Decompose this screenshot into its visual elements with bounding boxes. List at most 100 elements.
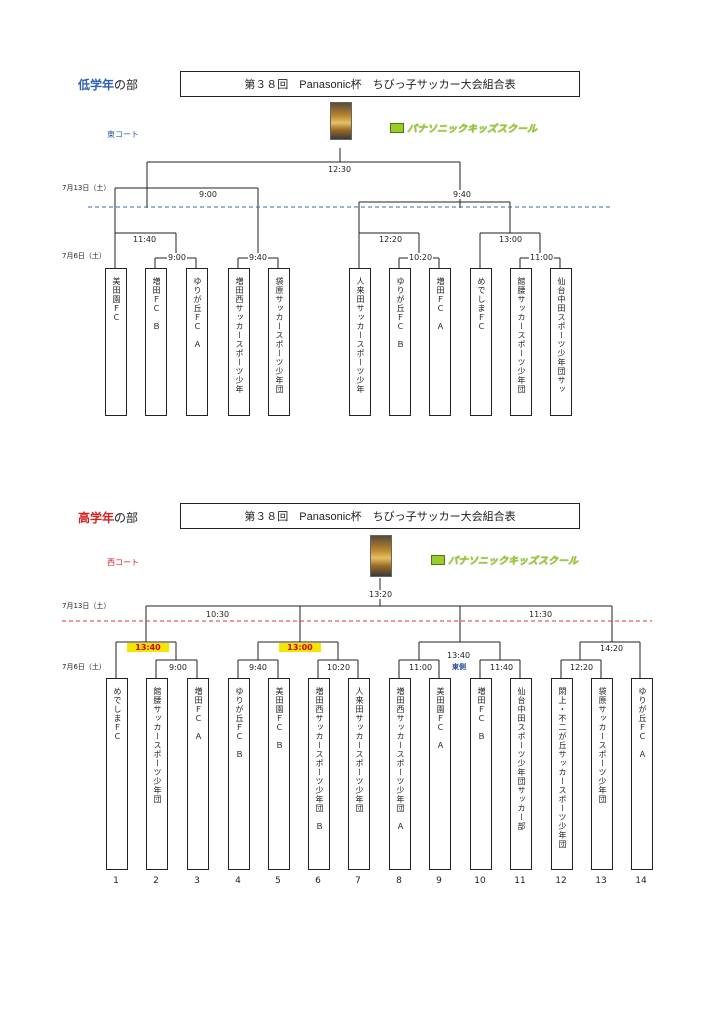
lower-date-semifinal: 7月13日（土） — [62, 184, 111, 192]
upper-team-number: 14 — [635, 876, 647, 886]
upper-team-number: 5 — [275, 876, 281, 886]
upper-team-name: 美田園ＦＣ Ｂ — [275, 687, 284, 750]
lower-suffix-text: の部 — [114, 78, 139, 92]
lower-team-box: 人来田サッカースポーツ少年 — [349, 268, 371, 416]
upper-team-name: 増田ＦＣ Ｂ — [477, 687, 486, 741]
lower-team-name: 増田西サッカースポーツ少年 — [235, 277, 244, 394]
upper-team-box: 仙台中田スポーツ少年団サッカー部 — [510, 678, 532, 870]
lower-time-m-g: 11:00 — [529, 253, 555, 262]
lower-team-box: 増田ＦＣ Ａ — [429, 268, 451, 416]
lower-time-right-semi: 9:40 — [452, 190, 472, 199]
upper-team-box: 増田ＦＣ Ａ — [187, 678, 209, 870]
upper-team-name: ゆりが丘ＦＣ Ａ — [638, 687, 647, 759]
lower-team-box: 増田西サッカースポーツ少年 — [228, 268, 250, 416]
upper-team-box: 増田西サッカースポーツ少年団 Ｂ — [308, 678, 330, 870]
lower-section-label: 低学年の部 — [78, 76, 138, 93]
upper-team-name: 美田園ＦＣ Ａ — [436, 687, 445, 750]
lower-time-m-f: 13:00 — [498, 235, 524, 244]
upper-grade-text: 高学年 — [78, 511, 115, 525]
upper-team-number: 2 — [153, 876, 159, 886]
upper-team-box: 美田園ＦＣ Ｂ — [268, 678, 290, 870]
upper-time-left-semi: 10:30 — [205, 610, 231, 619]
upper-team-number: 6 — [315, 876, 321, 886]
lower-team-name: ゆりが丘ＦＣ Ｂ — [396, 277, 405, 349]
lower-logo-text: パナソニックキッズスクール — [407, 124, 537, 135]
lower-title-text: 第３８回 Panasonic杯 ちびっ子サッカー大会組合表 — [244, 79, 516, 91]
upper-east-note: 東側 — [452, 663, 466, 671]
upper-team-number: 7 — [355, 876, 361, 886]
lower-team-box: 館腰サッカースポーツ少年団 — [510, 268, 532, 416]
lower-time-m-d: 12:20 — [378, 235, 404, 244]
lower-team-box: 仙台中田スポーツ少年団サッ — [550, 268, 572, 416]
upper-team-number: 3 — [194, 876, 200, 886]
lower-team-box: 美田園ＦＣ — [105, 268, 127, 416]
upper-team-name: 仙台中田スポーツ少年団サッカー部 — [517, 687, 526, 831]
upper-team-box: 美田園ＦＣ Ａ — [429, 678, 451, 870]
upper-logo-text: パナソニックキッズスクール — [448, 556, 578, 567]
lower-time-final: 12:30 — [327, 165, 353, 174]
upper-team-box: ゆりが丘ＦＣ Ａ — [631, 678, 653, 870]
upper-time-q1: 13:40 — [127, 643, 169, 652]
upper-title-box: 第３８回 Panasonic杯 ちびっ子サッカー大会組合表 — [180, 503, 580, 529]
lower-team-box: ゆりが丘ＦＣ Ａ — [186, 268, 208, 416]
upper-logo: パナソニックキッズスクール — [431, 552, 578, 567]
lower-team-name: ゆりが丘ＦＣ Ａ — [193, 277, 202, 349]
lower-date-first: 7月6日（土） — [62, 252, 106, 260]
upper-team-box: 増田西サッカースポーツ少年団 Ａ — [389, 678, 411, 870]
upper-team-number: 1 — [113, 876, 119, 886]
upper-team-box: 人来田サッカースポーツ少年団 — [348, 678, 370, 870]
upper-suffix-text: の部 — [114, 511, 139, 525]
upper-time-m-67: 10:20 — [326, 663, 352, 672]
upper-time-m-23: 9:00 — [168, 663, 188, 672]
upper-team-box: 増田ＦＣ Ｂ — [470, 678, 492, 870]
upper-time-m-1213: 12:20 — [569, 663, 595, 672]
upper-team-number: 8 — [396, 876, 402, 886]
upper-section-label: 高学年の部 — [78, 509, 138, 526]
upper-team-number: 9 — [436, 876, 442, 886]
upper-title-text: 第３８回 Panasonic杯 ちびっ子サッカー大会組合表 — [244, 511, 516, 523]
upper-time-q3: 13:40 — [446, 651, 472, 660]
upper-team-box: めでしまＦＣ — [106, 678, 128, 870]
lower-team-name: 袋原サッカースポーツ少年団 — [275, 277, 284, 394]
upper-team-name: 増田西サッカースポーツ少年団 Ａ — [396, 687, 405, 831]
upper-date-first: 7月6日（土） — [62, 663, 106, 671]
lower-title-box: 第３８回 Panasonic杯 ちびっ子サッカー大会組合表 — [180, 71, 580, 97]
upper-team-number: 4 — [235, 876, 241, 886]
upper-time-m-45: 9:40 — [248, 663, 268, 672]
upper-team-name: ゆりが丘ＦＣ Ｂ — [235, 687, 244, 759]
upper-team-name: 閖上・不二が丘サッカースポーツ少年団 — [558, 687, 567, 849]
lower-court-label: 東コート — [107, 130, 139, 139]
upper-team-number: 10 — [474, 876, 486, 886]
lower-time-left-semi: 9:00 — [198, 190, 218, 199]
lower-grade-text: 低学年 — [78, 78, 115, 92]
lower-team-box: 増田ＦＣ Ｂ — [145, 268, 167, 416]
upper-team-name: 人来田サッカースポーツ少年団 — [355, 687, 364, 813]
lower-logo: パナソニックキッズスクール — [390, 120, 537, 135]
upper-time-right-semi: 11:30 — [528, 610, 554, 619]
lower-team-name: 館腰サッカースポーツ少年団 — [517, 277, 526, 394]
lower-team-name: 人来田サッカースポーツ少年 — [356, 277, 365, 394]
lower-team-name: 増田ＦＣ Ａ — [436, 277, 445, 331]
upper-team-name: 館腰サッカースポーツ少年団 — [153, 687, 162, 804]
lower-team-name: 増田ＦＣ Ｂ — [152, 277, 161, 331]
upper-time-q2: 13:00 — [279, 643, 321, 652]
lower-team-name: めでしまＦＣ — [477, 277, 486, 331]
lower-trophy-image — [330, 102, 352, 140]
upper-team-number: 12 — [555, 876, 567, 886]
upper-team-name: 増田ＦＣ Ａ — [194, 687, 203, 741]
lower-time-m-c: 9:40 — [248, 253, 268, 262]
lower-time-m-a: 11:40 — [132, 235, 158, 244]
lower-team-name: 美田園ＦＣ — [112, 277, 121, 322]
lower-team-box: 袋原サッカースポーツ少年団 — [268, 268, 290, 416]
upper-time-m-1011: 11:40 — [489, 663, 515, 672]
upper-team-name: 袋原サッカースポーツ少年団 — [598, 687, 607, 804]
upper-team-number: 11 — [514, 876, 526, 886]
upper-time-q4: 14:20 — [599, 644, 625, 653]
upper-team-number: 13 — [595, 876, 607, 886]
lower-team-name: 仙台中田スポーツ少年団サッ — [557, 277, 566, 394]
lower-time-m-e: 10:20 — [408, 253, 434, 262]
upper-team-box: 閖上・不二が丘サッカースポーツ少年団 — [551, 678, 573, 870]
kids-school-logo-icon — [431, 554, 445, 565]
